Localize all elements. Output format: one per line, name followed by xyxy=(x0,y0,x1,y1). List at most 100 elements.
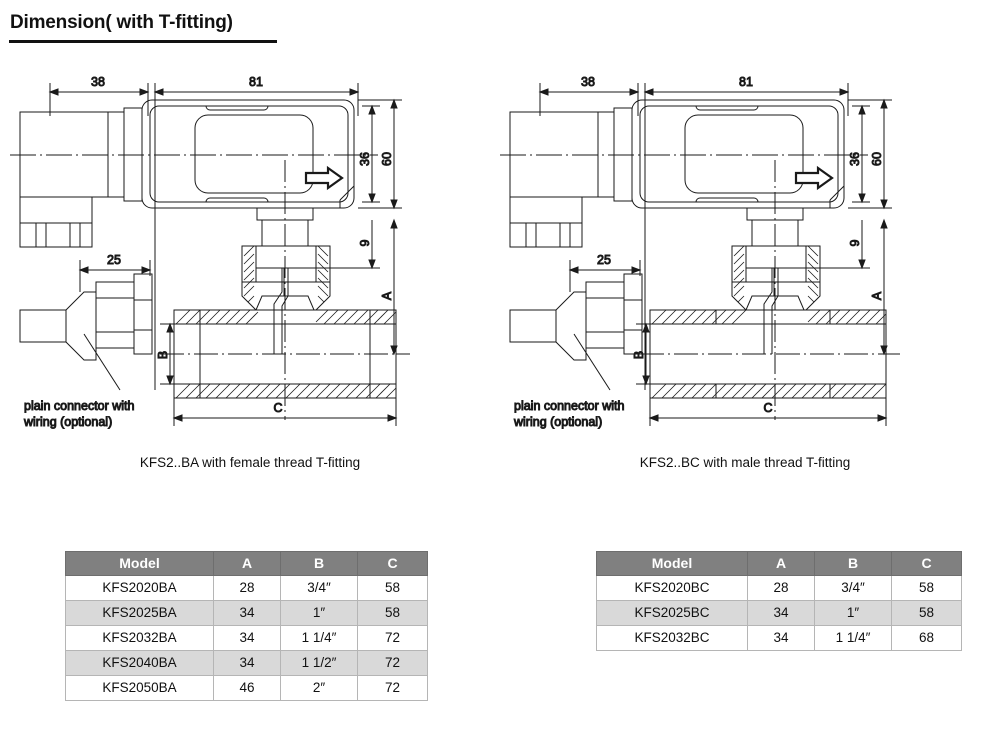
spec-table-left-wrapper: Model A B C KFS2020BA 28 3/4″ 58 KFS2025… xyxy=(65,551,428,701)
dim-9-right-label: 9 xyxy=(848,239,862,246)
t-fitting-upper-port-left xyxy=(241,245,331,311)
cell-c: 58 xyxy=(891,600,962,626)
dim-9-left xyxy=(316,220,380,270)
spec-table-right: Model A B C KFS2020BC 28 3/4″ 58 KFS2025… xyxy=(596,551,962,651)
hatch-right-port-right xyxy=(807,245,819,303)
dim-81-left xyxy=(153,83,360,390)
note-line2-right: wiring (optional) xyxy=(513,415,602,429)
col-header-a: A xyxy=(747,551,815,576)
dim-38-right-label: 38 xyxy=(581,75,595,89)
dim-38-left-label: 38 xyxy=(91,75,105,89)
dim-B-right xyxy=(636,322,650,386)
dim-36-right-label: 36 xyxy=(848,152,862,166)
dim-81-right-label: 81 xyxy=(739,75,753,89)
cell-a: 34 xyxy=(213,650,281,676)
col-header-b: B xyxy=(280,551,358,576)
cell-model: KFS2032BA xyxy=(65,625,214,651)
flow-arrow-icon-left xyxy=(304,165,344,191)
cell-b: 1 1/4″ xyxy=(280,625,358,651)
cell-b: 1 1/2″ xyxy=(280,650,358,676)
table-header-row: Model A B C xyxy=(596,551,962,576)
cell-a: 34 xyxy=(213,625,281,651)
hatch-run-bottom-right xyxy=(651,383,887,399)
cell-c: 58 xyxy=(357,600,428,626)
dim-81-left-label: 81 xyxy=(249,75,263,89)
hatch-run-top-left xyxy=(175,309,397,325)
dim-C-left-label: C xyxy=(273,401,282,415)
dim-38-right xyxy=(538,83,640,116)
cell-a: 34 xyxy=(213,600,281,626)
plain-connector-detail-left xyxy=(19,273,153,361)
caption-right: KFS2..BC with male thread T-fitting xyxy=(639,455,851,470)
col-header-model: Model xyxy=(596,551,748,576)
cell-b: 3/4″ xyxy=(814,575,892,601)
cell-a: 28 xyxy=(747,575,815,601)
dim-B-left xyxy=(160,322,200,386)
connector-body-left xyxy=(19,107,143,248)
spec-table-left: Model A B C KFS2020BA 28 3/4″ 58 KFS2025… xyxy=(65,551,428,701)
hatch-right-port-left xyxy=(317,245,329,303)
table-header-row: Model A B C xyxy=(65,551,428,576)
hatch-run-top-right xyxy=(651,309,887,325)
note-leader-left xyxy=(83,333,121,391)
col-header-a: A xyxy=(213,551,281,576)
cell-b: 3/4″ xyxy=(280,575,358,601)
flow-arrow-icon-right xyxy=(794,165,834,191)
cell-a: 34 xyxy=(747,625,815,651)
dim-25-right xyxy=(568,260,642,292)
dim-C-right-label: C xyxy=(763,401,772,415)
dim-60-right xyxy=(848,98,892,210)
dim-B-left-label: B xyxy=(156,351,170,359)
table-row: KFS2032BA 34 1 1/4″ 72 xyxy=(65,625,428,651)
cell-a: 46 xyxy=(213,675,281,701)
drawing-right-male-thread: 38 81 xyxy=(500,60,990,480)
cell-model: KFS2032BC xyxy=(596,625,748,651)
table-row: KFS2025BA 34 1″ 58 xyxy=(65,600,428,626)
title-underline xyxy=(9,40,277,43)
table-row: KFS2020BC 28 3/4″ 58 xyxy=(596,575,962,601)
sensor-body-right xyxy=(631,99,845,209)
note-line2-left: wiring (optional) xyxy=(23,415,112,429)
sensor-paddle-left xyxy=(273,268,289,354)
dim-C-left xyxy=(172,398,398,426)
cell-a: 28 xyxy=(213,575,281,601)
dim-25-left xyxy=(78,260,152,292)
dim-36-right xyxy=(852,104,870,204)
table-row: KFS2050BA 46 2″ 72 xyxy=(65,675,428,701)
t-fitting-upper-port-right xyxy=(731,245,821,311)
cell-b: 2″ xyxy=(280,675,358,701)
cell-c: 58 xyxy=(357,575,428,601)
col-header-b: B xyxy=(814,551,892,576)
dim-A-left-label: A xyxy=(380,291,394,300)
cell-model: KFS2025BC xyxy=(596,600,748,626)
hatch-run-bottom-left xyxy=(175,383,397,399)
cell-model: KFS2040BA xyxy=(65,650,214,676)
cell-model: KFS2020BA xyxy=(65,575,214,601)
table-row: KFS2025BC 34 1″ 58 xyxy=(596,600,962,626)
cell-c: 58 xyxy=(891,575,962,601)
dim-25-left-label: 25 xyxy=(107,253,121,267)
t-fitting-run-right xyxy=(649,295,887,399)
drawing-left-female-thread: 38 81 xyxy=(10,60,500,480)
col-header-c: C xyxy=(891,551,962,576)
hatch-left-port-left xyxy=(243,245,255,303)
cell-b: 1″ xyxy=(280,600,358,626)
cell-c: 72 xyxy=(357,675,428,701)
dim-25-right-label: 25 xyxy=(597,253,611,267)
connector-body-right xyxy=(509,107,633,248)
note-line1-right: plain connector with xyxy=(514,399,625,413)
page-title: Dimension( with T-fitting) xyxy=(10,12,233,33)
cell-model: KFS2025BA xyxy=(65,600,214,626)
cell-model: KFS2050BA xyxy=(65,675,214,701)
hatch-left-port-right xyxy=(733,245,745,303)
dim-9-right xyxy=(806,220,870,270)
cell-model: KFS2020BC xyxy=(596,575,748,601)
note-line1-left: plain connector with xyxy=(24,399,135,413)
sensor-body-left xyxy=(141,99,355,209)
note-leader-right xyxy=(573,333,611,391)
table-row: KFS2040BA 34 1 1/2″ 72 xyxy=(65,650,428,676)
dim-A-right-label: A xyxy=(870,291,884,300)
dim-60-left xyxy=(358,98,402,210)
dim-9-left-label: 9 xyxy=(358,239,372,246)
